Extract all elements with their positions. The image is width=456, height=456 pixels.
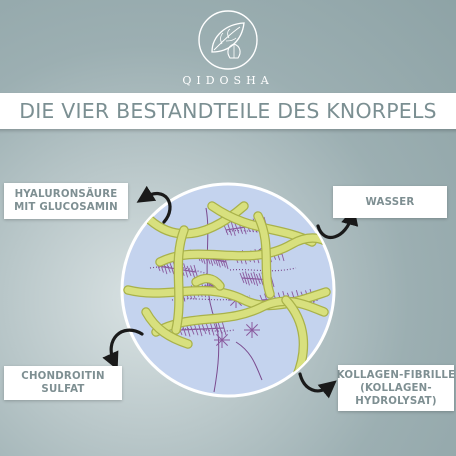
label-line: (KOLLAGEN-: [360, 382, 432, 394]
label-hyaluronsaeure: HYALURONSÄURE MIT GLUCOSAMIN: [4, 183, 128, 219]
molecule-bristle: [205, 322, 211, 335]
label-line: MIT GLUCOSAMIN: [14, 202, 118, 213]
molecule-bristle: [213, 323, 219, 334]
cluster-ray: [245, 323, 253, 331]
collagen-fiber: [156, 234, 333, 266]
label-line: CHONDROITIN: [21, 371, 105, 382]
cluster-ray: [251, 323, 259, 331]
molecule-bristle: [209, 321, 215, 336]
label-kollagen: KOLLAGEN-FIBRILLE (KOLLAGEN- HYDROLYSAT): [336, 365, 456, 411]
label-wasser: WASSER: [333, 186, 447, 218]
cluster-ray: [251, 329, 259, 337]
cluster-ray: [215, 339, 223, 347]
label-line: HYALURONSÄURE: [14, 189, 118, 200]
molecule-bristle: [189, 324, 195, 335]
label-line: HYDROLYSAT): [355, 395, 437, 407]
molecule-bristle: [242, 272, 248, 285]
molecule-bristle: [239, 272, 245, 284]
collagen-fiber-layer: [123, 201, 333, 383]
label-line: SULFAT: [41, 384, 85, 395]
curved-arrow-icon: [136, 185, 172, 224]
molecule-bristle: [247, 273, 253, 284]
molecule-bristle: [250, 272, 256, 285]
molecule-bristle: [193, 323, 199, 336]
cluster-ray: [221, 339, 229, 347]
molecule-bristle: [255, 273, 261, 285]
collagen-fiber: [152, 297, 328, 336]
label-line: KOLLAGEN-FIBRILLE: [336, 369, 456, 381]
curved-arrow-icon: [316, 207, 359, 239]
molecule-bristle: [245, 271, 250, 286]
molecule-bristle: [169, 262, 175, 275]
curved-arrow-icon: [298, 372, 337, 399]
lotus-leaf-logo-icon: [198, 10, 258, 70]
brand-name: QIDOSHA: [182, 74, 274, 87]
cluster-ray: [221, 333, 229, 341]
collagen-fiber: [254, 212, 274, 298]
molecule-spine: [179, 327, 225, 331]
label-chondroitin: CHONDROITIN SULFAT: [4, 366, 122, 400]
brand-logo: QIDOSHA: [0, 8, 456, 87]
molecule-bristle: [234, 223, 240, 234]
cluster-ray: [245, 329, 253, 337]
page-title: DIE VIER BESTANDTEILE DES KNORPELS: [19, 99, 437, 123]
collagen-fiber: [142, 308, 192, 348]
collagen-fiber: [192, 275, 224, 290]
curved-arrow-icon: [102, 328, 144, 371]
molecule-bristle: [253, 271, 259, 287]
label-line: WASSER: [365, 196, 415, 208]
molecule-bristle: [190, 265, 195, 278]
title-banner: DIE VIER BESTANDTEILE DES KNORPELS: [0, 93, 456, 129]
collagen-fiber: [172, 226, 188, 334]
molecule-cluster: [214, 332, 230, 348]
molecule-bristle: [201, 323, 207, 335]
molecule-bristle: [217, 322, 223, 335]
molecule-bristle: [223, 224, 229, 236]
cluster-ray: [215, 333, 223, 341]
molecule-cluster: [244, 322, 260, 338]
molecule-bristle: [183, 263, 189, 278]
molecule-bristle: [165, 262, 171, 273]
molecule-bristle: [230, 221, 236, 237]
molecule-bristle: [186, 265, 192, 277]
molecule-bristle: [227, 223, 233, 236]
molecule-bristle: [258, 273, 264, 286]
molecule-bristle: [221, 320, 227, 336]
